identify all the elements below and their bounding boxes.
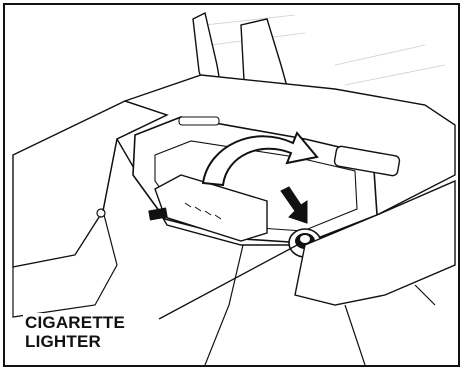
side-screw	[97, 209, 105, 217]
label-line-2: LIGHTER	[25, 332, 125, 351]
cigarette-lighter-label: CIGARETTE LIGHTER	[23, 313, 127, 351]
label-line-1: CIGARETTE	[25, 313, 125, 332]
callout-leader-line	[159, 243, 301, 319]
figure-frame: CIGARETTE LIGHTER	[3, 3, 460, 367]
console-illustration	[5, 5, 458, 365]
